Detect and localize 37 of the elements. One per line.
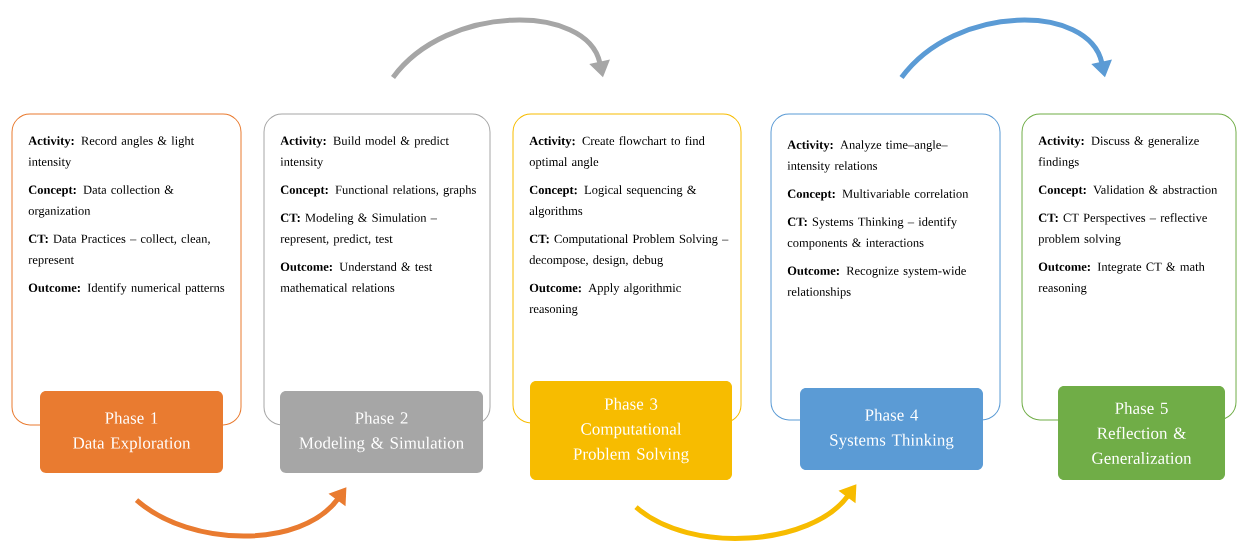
card-text: Outcome: Identify numerical patterns xyxy=(28,283,225,295)
card-text: CT: Modeling & Simulation – represent, predict, test xyxy=(280,213,437,246)
card-text: Concept: Logical sequencing & algorithms xyxy=(529,185,697,218)
phase-label: Reflection & Generalization xyxy=(1092,426,1192,464)
card-text: Activity: Discuss & generalize findings xyxy=(1038,136,1199,169)
phase-label: Modeling & Simulation xyxy=(299,436,464,453)
phase-label: Data Exploration xyxy=(73,436,191,453)
phase-box xyxy=(280,391,483,473)
card-text: Activity: Build model & predict intensity xyxy=(280,136,449,169)
phase-label: Phase 2 xyxy=(355,411,408,424)
card-text: CT: Systems Thinking – identify components & interactions xyxy=(787,217,958,250)
phase-box xyxy=(530,381,732,480)
phase-label: Phase 5 xyxy=(1115,402,1168,414)
phase-label: Phase 3 xyxy=(604,397,658,410)
curved-arrow xyxy=(899,17,1112,80)
phase-box xyxy=(800,388,983,470)
card-text: CT: CT Perspectives – reflective problem solving xyxy=(1038,213,1207,246)
card-text: Outcome: Understand & test mathematical relations xyxy=(280,262,433,292)
card-text: Outcome: Recognize system-wide relationships xyxy=(787,266,966,299)
card-text: CT: Computational Problem Solving – decompose, design, debug xyxy=(529,234,729,267)
phase-label: Computational Problem Solving xyxy=(573,422,689,464)
phase-box xyxy=(40,391,223,473)
card-text: Concept: Data collection & organization xyxy=(28,185,174,218)
card-text: Concept: Multivariable correlation xyxy=(787,189,969,201)
phase-box xyxy=(1058,386,1225,480)
card-text: Concept: Validation & abstraction xyxy=(1038,185,1218,197)
phase-label: Systems Thinking xyxy=(830,433,954,450)
card-text: Activity: Create flowchart to find optimal angle xyxy=(529,136,705,169)
card-text: Concept: Functional relations, graphs xyxy=(280,185,476,197)
curved-arrow xyxy=(391,17,610,80)
card-text: Outcome: Integrate CT & math reasoning xyxy=(1038,262,1205,295)
phase-label: Phase 1 xyxy=(105,411,158,424)
phase-label: Phase 4 xyxy=(865,408,919,421)
card-text: Activity: Analyze time–angle–intensity relations xyxy=(787,140,948,173)
card-text: Outcome: Apply algorithmic reasoning xyxy=(529,283,681,316)
card-text: Activity: Record angles & light intensity xyxy=(28,136,195,169)
card-text: CT: Data Practices – collect, clean, represent xyxy=(28,234,210,267)
